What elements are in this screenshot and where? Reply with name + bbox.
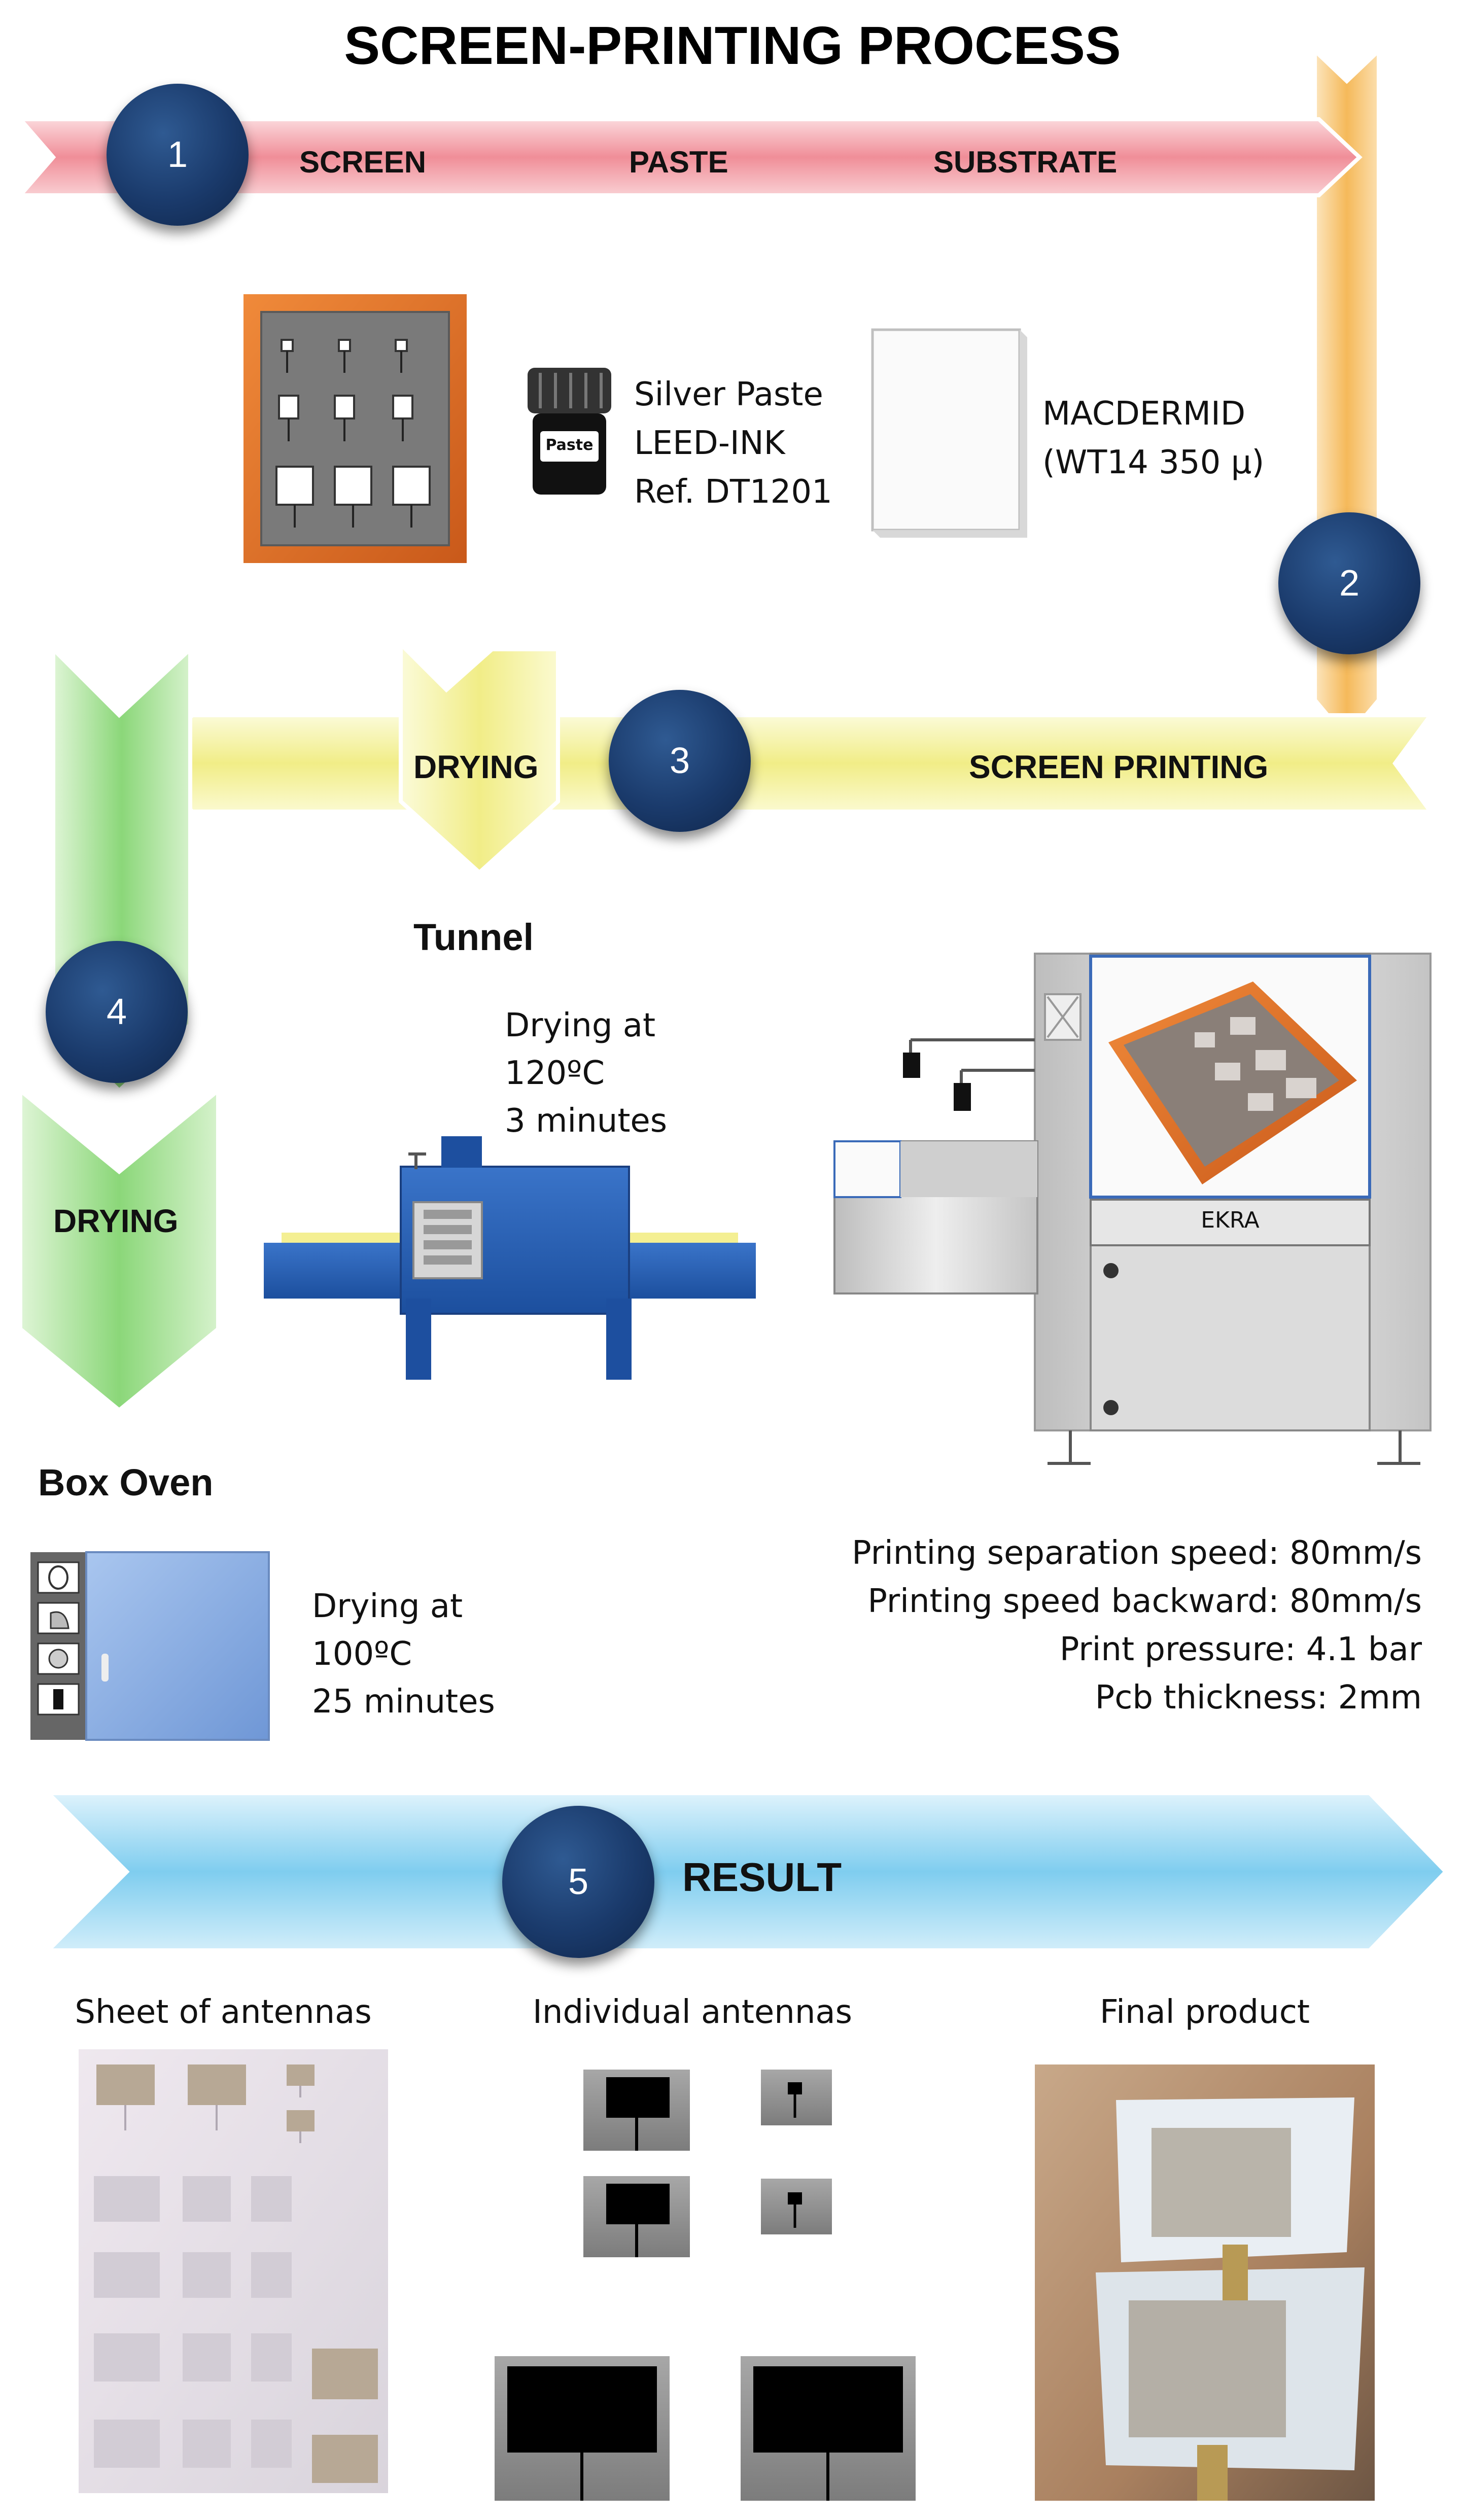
step4-drying-chevron xyxy=(18,1086,220,1413)
box-oven-title: Box Oven xyxy=(38,1461,214,1503)
step-2-badge: 2 xyxy=(1278,512,1420,654)
box-oven-description: Drying at 100ºC 25 minutes xyxy=(312,1588,495,1721)
screen-illustration xyxy=(243,294,467,563)
result-caption-sheet: Sheet of antennas xyxy=(75,1993,372,2031)
printer-brand-label: EKRA xyxy=(1201,1207,1260,1233)
step-4-badge: 4 xyxy=(46,941,188,1083)
result-caption-final: Final product xyxy=(1100,1993,1310,2031)
printer-illustration xyxy=(833,953,1432,1465)
print-param-3: Print pressure: 4.1 bar xyxy=(1059,1631,1422,1668)
step4-label-drying: DRYING xyxy=(53,1203,179,1239)
tunnel-description: Drying at 120ºC 3 minutes xyxy=(505,1007,668,1140)
step1-label-substrate: SUBSTRATE xyxy=(933,145,1118,179)
final-product-photo xyxy=(1035,2064,1375,2501)
step-5-badge: 5 xyxy=(502,1806,654,1958)
step5-label-result: RESULT xyxy=(682,1854,842,1900)
print-param-4: Pcb thickness: 2mm xyxy=(1095,1679,1422,1717)
step1-label-screen: SCREEN xyxy=(299,145,427,179)
step-1-badge: 1 xyxy=(107,84,249,226)
box-oven-illustration xyxy=(30,1551,270,1741)
step3-drying-chevron xyxy=(399,639,560,876)
tunnel-title: Tunnel xyxy=(413,916,534,958)
antenna-sheet-image xyxy=(79,2049,388,2493)
print-param-2: Printing speed backward: 80mm/s xyxy=(867,1583,1422,1620)
tunnel-dryer-illustration xyxy=(264,1136,756,1380)
step1-label-paste: PASTE xyxy=(629,145,728,179)
step-3-badge: 3 xyxy=(609,690,751,832)
result-caption-individual: Individual antennas xyxy=(533,1993,852,2031)
paste-jar-icon xyxy=(528,368,611,495)
step3-label-screen-printing: SCREEN PRINTING xyxy=(969,749,1269,785)
step5-arrow xyxy=(43,1791,1449,1952)
substrate-description: MACDERMID (WT14 350 µ) xyxy=(1042,395,1265,481)
step3-label-drying: DRYING xyxy=(413,749,539,785)
paste-description: Silver Paste LEED-INK Ref. DT1201 xyxy=(634,376,832,511)
individual-antennas-image xyxy=(495,2070,916,2501)
print-param-1: Printing separation speed: 80mm/s xyxy=(852,1534,1422,1572)
page-title: SCREEN-PRINTING PROCESS xyxy=(344,16,1121,76)
paste-jar-label: Paste xyxy=(545,436,594,454)
substrate-sheet xyxy=(871,328,1021,532)
step1-arrow xyxy=(16,117,1363,197)
